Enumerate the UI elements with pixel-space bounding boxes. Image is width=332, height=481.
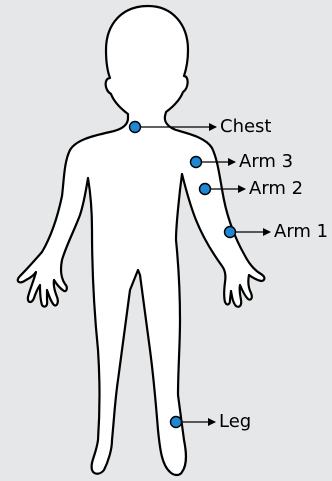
human-silhouette — [18, 6, 265, 475]
arm2-sensor-marker — [200, 184, 211, 195]
leg-sensor-marker — [171, 417, 182, 428]
arm1-sensor-marker — [225, 227, 236, 238]
arm3-label: Arm 3 — [239, 153, 293, 171]
chest-label: Chest — [220, 118, 272, 136]
arm1-label: Arm 1 — [274, 223, 328, 241]
chest-sensor-marker — [130, 122, 141, 133]
arm3-sensor-marker — [191, 157, 202, 168]
leg-label: Leg — [219, 413, 251, 431]
arm2-label: Arm 2 — [249, 180, 303, 198]
